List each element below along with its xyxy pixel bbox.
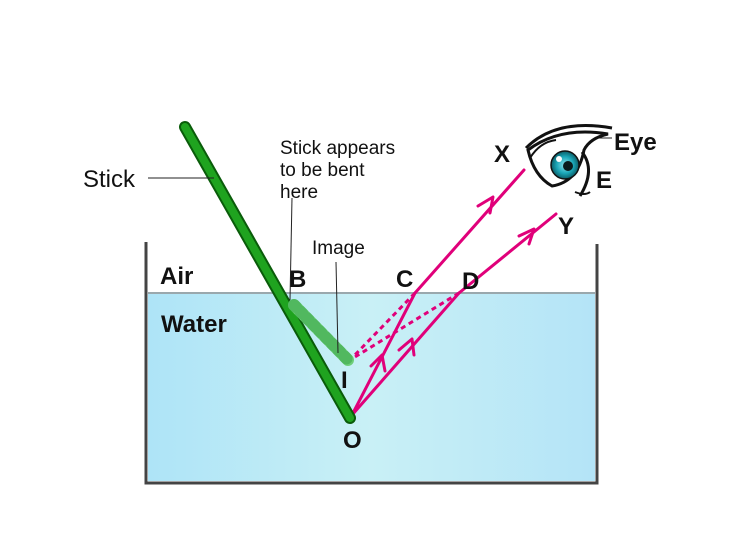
arrowhead-icon (369, 353, 387, 373)
image-leader (335, 261, 339, 354)
bent-note-line-2: to be bent (280, 160, 365, 181)
image-label: Image (312, 238, 365, 259)
light-rays (350, 168, 558, 417)
container (144, 242, 599, 485)
point-b-label: B (289, 266, 306, 293)
ray-o-to-d (350, 291, 461, 417)
water-region (148, 293, 595, 481)
ray-arrowheads (369, 195, 536, 373)
stick-label: Stick (83, 166, 136, 193)
bent-note-line-1: Stick appears (280, 138, 395, 159)
point-o-label: O (343, 427, 362, 454)
point-c-label: C (396, 266, 413, 293)
ray-o-to-c (350, 291, 417, 417)
point-i-label: I (341, 367, 348, 394)
arrowhead-icon (517, 227, 536, 246)
point-x-label: X (494, 141, 510, 168)
bent-leader (289, 197, 293, 301)
stick-fill (181, 123, 354, 422)
point-e-label: E (596, 167, 612, 194)
eye-label: Eye (614, 129, 657, 156)
water-label: Water (161, 311, 227, 338)
bent-note-line-3: here (280, 182, 318, 203)
point-d-label: D (462, 268, 479, 295)
eye-icon (524, 124, 613, 197)
virtual-ray-d-to-i (349, 291, 460, 362)
virtual-ray-c-to-i (348, 291, 417, 362)
ray-c-to-x (413, 168, 526, 295)
stick-image-dash (288, 299, 354, 366)
ray-d-to-y (457, 212, 558, 295)
point-y-label: Y (558, 213, 574, 240)
virtual-rays (348, 291, 460, 362)
arrowhead-icon (397, 337, 416, 357)
arrowhead-icon (476, 195, 495, 215)
bent-note-label: Stick appears to be bent here (280, 138, 400, 203)
air-label: Air (160, 263, 193, 290)
